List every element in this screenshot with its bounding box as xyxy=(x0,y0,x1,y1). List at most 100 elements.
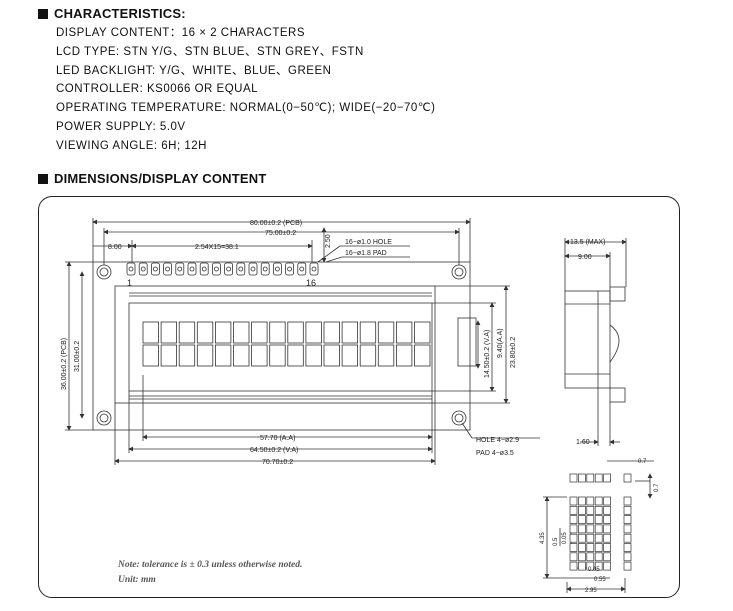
dot-cell xyxy=(578,533,586,543)
dot-cell xyxy=(594,552,603,562)
character-cell xyxy=(323,321,340,344)
spec-controller: CONTROLLER: KS0066 OR EQUAL xyxy=(56,83,259,96)
label-dot-pitch-w: 0.55 xyxy=(594,577,606,583)
dot-cell xyxy=(569,524,578,534)
dot-cell xyxy=(569,505,578,515)
dot-cell xyxy=(623,515,632,524)
pin-pad-icon xyxy=(297,262,307,276)
character-cell xyxy=(305,344,322,367)
character-cell xyxy=(196,321,214,344)
dot-cell xyxy=(623,543,632,552)
dot-cell xyxy=(623,552,632,562)
side-view-body xyxy=(564,290,611,389)
mounting-hole-icon xyxy=(451,410,467,426)
dot-cell xyxy=(569,496,578,506)
character-cell xyxy=(395,321,413,344)
dot-cell xyxy=(603,524,611,534)
character-cell xyxy=(196,344,214,367)
dot-cell xyxy=(586,496,595,506)
character-grid xyxy=(142,321,431,367)
pin-pad-icon xyxy=(248,262,258,276)
label-pcb-width: 80.00±0.2 (PCB) xyxy=(250,220,302,227)
label-pad-note: 16−ø1.8 PAD xyxy=(345,250,387,257)
character-cell xyxy=(142,344,159,367)
label-hole-vspan: 31.00±0.2 xyxy=(74,341,81,372)
pin-pad-icon xyxy=(211,262,221,276)
label-bezel-width: 70.70±0.2 xyxy=(262,459,293,466)
label-dot-width: 0.7 xyxy=(638,459,647,465)
dot-cell xyxy=(569,543,578,552)
dot-cell xyxy=(578,515,586,524)
dot-cell xyxy=(623,496,632,506)
spec-operating-temperature: OPERATING TEMPERATURE: NORMAL(0−50℃); WI… xyxy=(56,102,436,115)
tolerance-note: Note: tolerance is ± 0.3 unless otherwis… xyxy=(118,560,303,570)
backlight-connector xyxy=(457,317,477,367)
label-bezel-height: 23.80±0.2 xyxy=(510,337,517,368)
square-bullet-icon xyxy=(38,173,48,184)
spec-viewing-angle: VIEWING ANGLE: 6H; 12H xyxy=(56,139,207,152)
dot-cell xyxy=(586,505,595,515)
bezel xyxy=(114,285,436,404)
dot-cell xyxy=(594,561,603,571)
label-pin-offset: 8.00 xyxy=(108,244,122,251)
label-module-thickness: 9.00 xyxy=(578,254,592,261)
character-cell xyxy=(359,321,377,344)
dot-cell xyxy=(623,505,632,515)
character-cell xyxy=(341,321,359,344)
pin-pad-icon xyxy=(175,262,185,276)
character-cell xyxy=(377,344,395,367)
character-cell xyxy=(377,321,395,344)
dot-cell xyxy=(603,496,611,506)
dot-cell xyxy=(586,533,595,543)
pin-pad-icon xyxy=(272,262,282,276)
pin-pad-icon xyxy=(163,262,173,276)
dot-cell xyxy=(569,561,578,571)
mounting-hole-icon xyxy=(451,264,467,280)
character-cell xyxy=(269,321,286,344)
dot-cell xyxy=(586,561,595,571)
pin-pad-icon xyxy=(199,262,209,276)
label-pin1: 1 xyxy=(127,278,132,288)
dot-cell xyxy=(623,524,632,534)
unit-note: Unit: mm xyxy=(118,575,156,585)
label-mount-hole: HOLE 4−ø2.9 xyxy=(476,437,519,444)
character-cell xyxy=(233,344,250,367)
dot-cell xyxy=(603,515,611,524)
label-pin-pitch: 2.54X15=38.1 xyxy=(195,244,239,251)
dot-cell xyxy=(578,496,586,506)
dot-cell xyxy=(623,561,632,571)
character-cell xyxy=(269,344,286,367)
pin-pad-icon xyxy=(260,262,270,276)
spec-display-content: DISPLAY CONTENT：16 × 2 CHARACTERS xyxy=(56,27,306,39)
label-dot-pitch-h: 0.7 xyxy=(654,483,660,492)
character-cell xyxy=(178,344,196,367)
characteristics-title: CHARACTERISTICS: xyxy=(54,6,186,21)
pin-pad-icon xyxy=(187,262,197,276)
character-cell xyxy=(251,344,268,367)
character-dot-detail xyxy=(569,473,632,571)
character-cell xyxy=(341,344,359,367)
character-cell xyxy=(305,321,322,344)
spec-lcd-type: LCD TYPE: STN Y/G、STN BLUE、STN GREY、FSTN xyxy=(56,45,364,58)
dot-cell xyxy=(594,505,603,515)
character-cell xyxy=(287,344,304,367)
character-cell xyxy=(233,321,250,344)
label-gap-h: 0.05 xyxy=(588,567,600,573)
label-hole-note: 16−ø1.0 HOLE xyxy=(345,239,392,246)
character-cell xyxy=(414,321,431,344)
square-bullet-icon xyxy=(38,8,48,19)
character-cell xyxy=(359,344,377,367)
character-cell xyxy=(214,321,232,344)
pin-pad-icon xyxy=(126,262,136,276)
pin-pad-icon xyxy=(138,262,148,276)
character-cell xyxy=(414,344,431,367)
dot-cell xyxy=(586,515,595,524)
dot-cell xyxy=(603,543,611,552)
pin-pad-icon xyxy=(150,262,160,276)
label-mount-pad: PAD 4−ø3.5 xyxy=(476,450,514,457)
label-aa-height: 9.40(A.A) xyxy=(497,328,504,358)
dot-cell xyxy=(586,524,595,534)
dot-cell xyxy=(623,473,632,483)
label-pcb-thickness: 1.60 xyxy=(576,439,590,446)
